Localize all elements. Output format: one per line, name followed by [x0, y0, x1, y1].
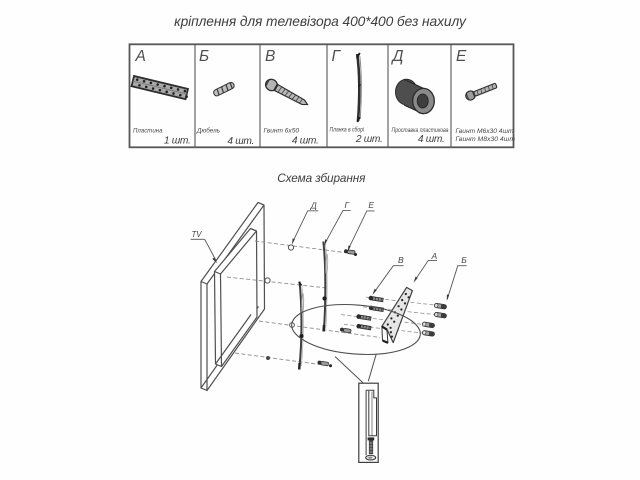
svg-text:TV: TV — [192, 230, 203, 239]
svg-text:В: В — [265, 48, 275, 65]
svg-text:В: В — [398, 255, 404, 265]
svg-text:4 шт.: 4 шт. — [227, 136, 254, 147]
svg-text:4 шт.: 4 шт. — [418, 134, 445, 145]
svg-text:2 шт.: 2 шт. — [355, 134, 383, 145]
svg-text:Д: Д — [391, 48, 404, 65]
svg-text:Гвинт М6х30 4шт: Гвинт М6х30 4шт — [456, 129, 514, 135]
svg-text:Г: Г — [344, 200, 350, 210]
svg-text:Гвинт 6х50: Гвинт 6х50 — [264, 127, 300, 134]
svg-text:Е: Е — [456, 48, 467, 65]
svg-text:Б: Б — [199, 48, 209, 65]
svg-text:Д: Д — [310, 201, 317, 211]
svg-text:Гвинт М8х30 4шт: Гвинт М8х30 4шт — [456, 137, 516, 143]
svg-text:Планка в сборі: Планка в сборі — [330, 126, 365, 134]
svg-text:А: А — [135, 48, 146, 65]
svg-text:1 шт.: 1 шт. — [164, 135, 191, 146]
svg-text:кріплення для телевізора 400*4: кріплення для телевізора 400*400 без нах… — [174, 14, 467, 29]
svg-text:Схема збирання: Схема збирання — [277, 171, 366, 185]
svg-text:Б: Б — [461, 255, 467, 265]
svg-text:А: А — [430, 251, 437, 261]
svg-text:Пластина: Пластина — [133, 127, 163, 134]
svg-text:Г: Г — [332, 48, 342, 65]
svg-text:4 шт.: 4 шт. — [292, 135, 319, 146]
svg-text:Дюбель: Дюбель — [196, 126, 220, 134]
svg-text:Е: Е — [368, 200, 374, 210]
svg-text:Проставка пластикова: Проставка пластикова — [392, 128, 450, 134]
